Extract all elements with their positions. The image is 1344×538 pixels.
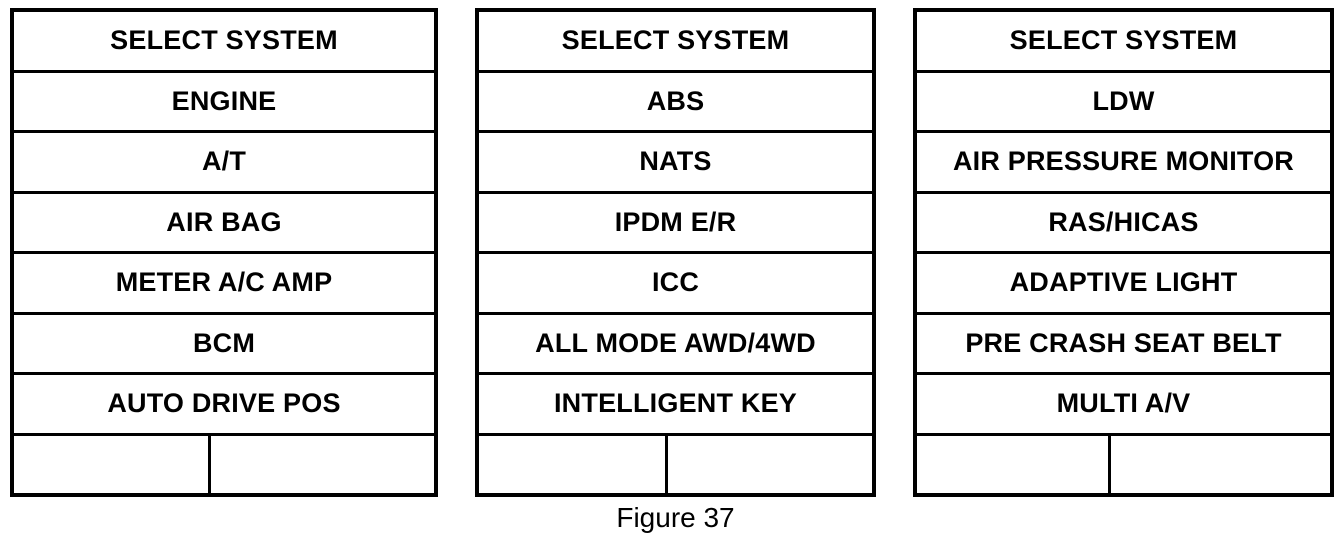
panel-3-menu-item-pre-crash-seat-belt[interactable]: PRE CRASH SEAT BELT xyxy=(917,314,1330,375)
panel-2-header-label: SELECT SYSTEM xyxy=(561,25,790,56)
panel-3-menu-item-label: AIR PRESSURE MONITOR xyxy=(952,146,1295,177)
panel-1-header-label: SELECT SYSTEM xyxy=(110,25,338,56)
panel-1-menu-item-label: BCM xyxy=(192,327,256,358)
select-system-panel-2: SELECT SYSTEM ABS NATS IPDM E/R ICC ALL … xyxy=(475,8,876,497)
select-system-panel-1: SELECT SYSTEM ENGINE A/T AIR BAG METER A… xyxy=(10,8,438,497)
panel-2-menu-item-label: IPDM E/R xyxy=(614,206,737,237)
panel-2-menu-item-intelligent-key[interactable]: INTELLIGENT KEY xyxy=(479,375,872,436)
panel-2-bottom-right-cell[interactable] xyxy=(667,435,872,493)
panel-2-menu-item-label: NATS xyxy=(639,146,712,177)
panel-2-bottom-row xyxy=(479,435,872,493)
panel-3-header-label: SELECT SYSTEM xyxy=(1009,25,1238,56)
panel-1-bottom-row xyxy=(14,435,434,493)
panel-1-menu-item-at[interactable]: A/T xyxy=(14,133,434,194)
panel-3-bottom-left-cell[interactable] xyxy=(917,435,1112,493)
panel-1-header-row: SELECT SYSTEM xyxy=(14,12,434,73)
panel-1-menu-item-label: ENGINE xyxy=(171,85,277,116)
panel-2-menu-item-label: ICC xyxy=(651,267,700,298)
panel-3-bottom-right-cell[interactable] xyxy=(1111,435,1330,493)
panel-2-header-row: SELECT SYSTEM xyxy=(479,12,872,73)
panel-1-menu-item-label: AUTO DRIVE POS xyxy=(107,388,341,419)
panel-3-menu-item-label: MULTI A/V xyxy=(1056,388,1191,419)
panel-3-menu-item-label: PRE CRASH SEAT BELT xyxy=(965,327,1282,358)
panel-3-menu-item-label: LDW xyxy=(1092,85,1155,116)
panel-1-menu-item-label: A/T xyxy=(201,146,247,177)
panel-3-menu-item-ras-hicas[interactable]: RAS/HICAS xyxy=(917,193,1330,254)
panel-2-bottom-left-cell[interactable] xyxy=(479,435,668,493)
panel-1-menu-item-engine[interactable]: ENGINE xyxy=(14,72,434,133)
panel-3-menu-item-label: ADAPTIVE LIGHT xyxy=(1009,267,1238,298)
panel-3-menu-item-adaptive-light[interactable]: ADAPTIVE LIGHT xyxy=(917,254,1330,315)
panel-2-menu-item-nats[interactable]: NATS xyxy=(479,133,872,194)
panel-2-menu-item-label: ABS xyxy=(646,85,705,116)
panel-1-menu-item-air-bag[interactable]: AIR BAG xyxy=(14,193,434,254)
panel-2-menu-item-icc[interactable]: ICC xyxy=(479,254,872,315)
panel-3-header-row: SELECT SYSTEM xyxy=(917,12,1330,73)
panel-3-menu-item-ldw[interactable]: LDW xyxy=(917,72,1330,133)
panel-1-menu-item-label: AIR BAG xyxy=(166,206,282,237)
panel-2-menu-item-label: ALL MODE AWD/4WD xyxy=(535,327,816,358)
panel-2-menu-item-all-mode-awd-4wd[interactable]: ALL MODE AWD/4WD xyxy=(479,314,872,375)
panel-2-menu-item-ipdm-er[interactable]: IPDM E/R xyxy=(479,193,872,254)
panel-2-menu-item-label: INTELLIGENT KEY xyxy=(553,388,797,419)
panel-3-menu-item-air-pressure-monitor[interactable]: AIR PRESSURE MONITOR xyxy=(917,133,1330,194)
panel-1-menu-item-label: METER A/C AMP xyxy=(115,267,333,298)
panel-3-menu-item-label: RAS/HICAS xyxy=(1048,206,1199,237)
figure-caption: Figure 37 xyxy=(616,502,735,533)
panel-1-bottom-left-cell[interactable] xyxy=(14,435,212,493)
panel-1-menu-item-auto-drive-pos[interactable]: AUTO DRIVE POS xyxy=(14,375,434,436)
panel-3-bottom-row xyxy=(917,435,1330,493)
panel-3-menu-item-multi-av[interactable]: MULTI A/V xyxy=(917,375,1330,436)
panel-1-menu-item-meter-ac-amp[interactable]: METER A/C AMP xyxy=(14,254,434,315)
panel-1-menu-item-bcm[interactable]: BCM xyxy=(14,314,434,375)
panel-1-bottom-right-cell[interactable] xyxy=(211,435,434,493)
panel-2-menu-item-abs[interactable]: ABS xyxy=(479,72,872,133)
select-system-panel-3: SELECT SYSTEM LDW AIR PRESSURE MONITOR R… xyxy=(913,8,1334,497)
